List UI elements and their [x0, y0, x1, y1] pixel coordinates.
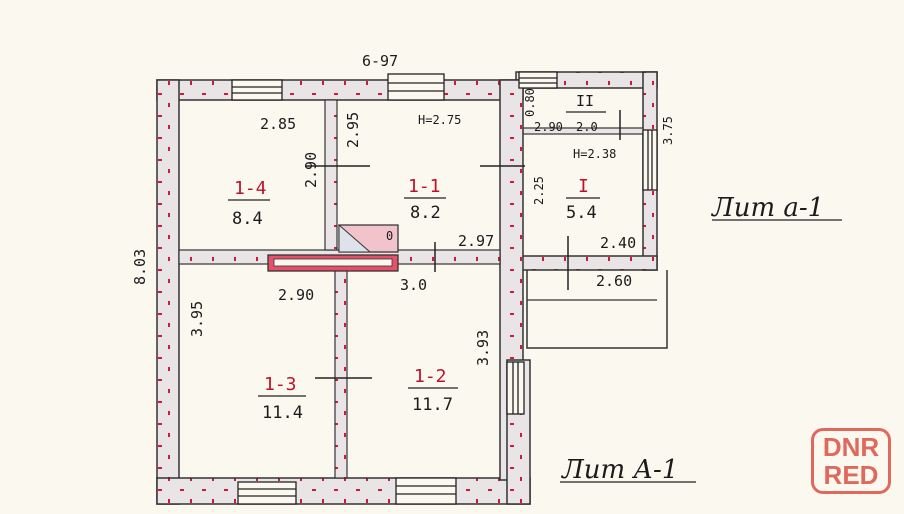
dim-30: 3.0 [400, 276, 427, 294]
dim-375: 3.75 [661, 116, 675, 145]
room-number: 1-4 [234, 178, 267, 199]
dim-290-horizontal: 2.90 [278, 286, 314, 304]
room-area: 11.4 [262, 403, 303, 423]
dim-overall-width: 6-97 [362, 52, 398, 70]
height-annex: H=2.38 [573, 147, 616, 161]
room-1-2: 1-2 11.7 [408, 366, 458, 415]
dim-ext-290: 2.90 [534, 120, 563, 134]
room-I: I 5.4 [566, 176, 600, 223]
watermark-logo: DNR RED [811, 428, 891, 494]
dim-260: 2.60 [596, 272, 632, 290]
dim-080: 0.80 [523, 88, 537, 117]
room-number: 1-3 [264, 374, 297, 395]
room-number: 1-1 [408, 176, 441, 197]
room-1-1: 1-1 8.2 [404, 176, 446, 223]
room-1-3: 1-3 11.4 [258, 374, 306, 423]
dim-395: 3.95 [188, 301, 206, 337]
main-building-label: Лит А-1 [560, 455, 678, 485]
dim-290-vertical: 2.90 [302, 152, 320, 188]
door-marks [305, 110, 621, 379]
dim-overall-depth: 8.03 [131, 249, 149, 285]
room-area: 5.4 [566, 203, 597, 223]
room-II: II [566, 92, 606, 113]
windows [231, 71, 658, 505]
stove-label: 0 [386, 229, 393, 243]
height-main: H=2.75 [418, 113, 461, 127]
watermark-line2: RED [823, 460, 879, 490]
dim-225: 2.25 [532, 176, 546, 205]
dim-240: 2.40 [600, 234, 636, 252]
room-area: 8.2 [410, 203, 441, 223]
dim-393: 3.93 [474, 330, 492, 366]
dim-297: 2.97 [458, 232, 494, 250]
dim-285: 2.85 [260, 115, 296, 133]
room-1-4: 1-4 8.4 [228, 178, 270, 229]
room-number: II [576, 92, 594, 110]
annex-label: Лит а-1 [710, 193, 824, 223]
dim-295: 2.95 [344, 112, 362, 148]
room-area: 11.7 [412, 395, 453, 415]
watermark-line1: DNR [822, 432, 880, 462]
dim-ext-20: 2.0 [576, 120, 598, 134]
room-number: 1-2 [414, 366, 447, 387]
stove [267, 223, 399, 272]
room-area: 8.4 [232, 209, 263, 229]
room-number: I [578, 176, 589, 197]
